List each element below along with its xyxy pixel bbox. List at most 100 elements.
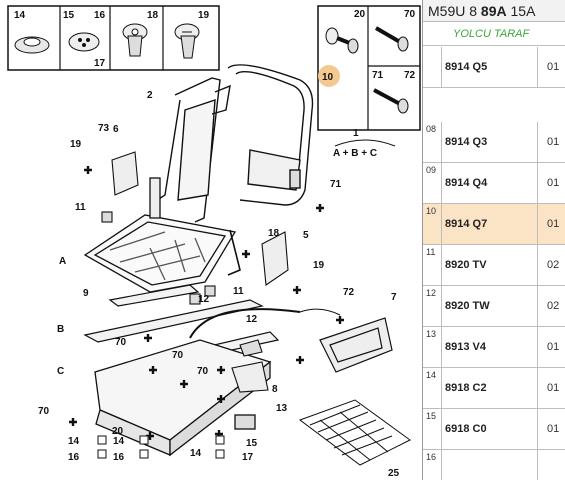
part-row[interactable]: 16 [423, 450, 565, 480]
callout-70c: 70 [172, 350, 184, 361]
row-index: 16 [423, 450, 442, 480]
callout-71: 71 [330, 179, 342, 190]
part-ref: 8914 Q3 [445, 122, 538, 162]
label-10: 10 [322, 72, 334, 83]
part-qty: 01 [547, 218, 560, 230]
assembly-formula: 1 A + B + C [333, 128, 396, 159]
part-qty: 01 [547, 382, 560, 394]
part-ref: 8920 TV [445, 245, 538, 285]
part-ref: 8920 TW [445, 286, 538, 326]
part-row[interactable]: 15 6918 C0 01 [423, 409, 565, 450]
part-ref [445, 450, 538, 480]
callout-8: 8 [272, 384, 278, 395]
part-qty: 01 [547, 177, 560, 189]
code-suffix: 15A [510, 3, 536, 19]
callout-18: 18 [268, 228, 280, 239]
diagram-code: M59U 8 89A 15A [423, 0, 565, 22]
callout-2: 2 [147, 90, 153, 101]
row-index: 08 [423, 122, 442, 162]
part-ref: 8913 V4 [445, 327, 538, 367]
part-ref: 8914 Q7 [445, 204, 538, 244]
callout-14b: 14 [113, 436, 125, 447]
row-index: 12 [423, 286, 442, 326]
callout-6: 6 [113, 124, 119, 135]
part-qty: 02 [547, 259, 560, 271]
callout-14c: 14 [190, 448, 202, 459]
part-qty: 01 [547, 136, 560, 148]
label-17: 17 [94, 58, 106, 69]
part-row[interactable]: 09 8914 Q4 01 [423, 163, 565, 204]
part-ref: 8918 C2 [445, 368, 538, 408]
part-row[interactable]: 12 8920 TW 02 [423, 286, 565, 327]
bolt-icon [325, 27, 359, 54]
row-index: 10 [423, 204, 442, 244]
small-parts [101, 151, 341, 393]
row-index [423, 47, 442, 87]
callout-16b: 16 [113, 452, 125, 463]
part-ref: 8914 Q5 [445, 47, 538, 87]
callout-70a: 70 [115, 337, 127, 348]
part-qty: 01 [547, 61, 560, 73]
code-bold: 89A [480, 3, 507, 19]
washer-markers [97, 435, 225, 459]
part-qty: 01 [547, 423, 560, 435]
seat-cushion-frame [83, 177, 241, 293]
screw-rivet-icon [174, 23, 200, 59]
label-14: 14 [14, 10, 26, 21]
exploded-parts-diagram: 14 15 16 17 18 19 [7, 5, 421, 479]
part-row-selected[interactable]: 10 8914 Q7 01 [423, 204, 565, 245]
callout-70b: 70 [38, 406, 50, 417]
part-row[interactable]: 11 8920 TV 02 [423, 245, 565, 286]
parts-list-panel: M59U 8 89A 15A YOLCU TARAF 8914 Q5 01 08… [422, 0, 565, 480]
formula-number: 1 [353, 128, 359, 139]
hardware-box-top: 14 15 16 17 18 19 [7, 5, 220, 71]
diagram-canvas: 14 15 16 17 18 19 [7, 5, 421, 479]
label-19: 19 [198, 10, 210, 21]
callout-19b: 19 [313, 260, 325, 271]
label-70: 70 [404, 9, 416, 20]
label-16: 16 [94, 10, 106, 21]
callout-11b: 11 [233, 286, 244, 297]
label-18: 18 [147, 10, 159, 21]
label-15: 15 [63, 10, 75, 21]
callout-19: 19 [70, 139, 82, 150]
callout-25: 25 [388, 468, 400, 479]
row-index: 14 [423, 368, 442, 408]
part-row[interactable]: 13 8913 V4 01 [423, 327, 565, 368]
callout-5: 5 [303, 230, 309, 241]
callout-20: 20 [112, 426, 124, 437]
part-qty: 02 [547, 300, 560, 312]
part-ref: 6918 C0 [445, 409, 538, 449]
row-index: 13 [423, 327, 442, 367]
callout-A: A [59, 256, 66, 267]
part-row[interactable]: 8914 Q5 01 [423, 47, 565, 88]
part-row[interactable]: 14 8918 C2 01 [423, 368, 565, 409]
part-ref: 8914 Q4 [445, 163, 538, 203]
push-rivet-icon [122, 23, 148, 57]
callout-13: 13 [276, 403, 288, 414]
highlight-badge: 10 [318, 65, 340, 87]
long-screw-icon [373, 88, 409, 114]
row-index: 15 [423, 409, 442, 449]
code-prefix: M59U 8 [428, 3, 478, 19]
callout-7: 7 [391, 292, 397, 303]
callout-70d: 70 [197, 366, 209, 377]
row-index: 11 [423, 245, 442, 285]
side-cover [319, 317, 393, 373]
side-subtitle: YOLCU TARAF [423, 22, 565, 46]
callout-15: 15 [246, 438, 258, 449]
callout-14a: 14 [68, 436, 80, 447]
part-row[interactable]: 08 8914 Q3 01 [423, 122, 565, 163]
clip-icon [68, 32, 100, 52]
callout-16a: 16 [68, 452, 80, 463]
part-qty [547, 450, 565, 480]
label-71: 71 [372, 70, 384, 81]
label-20: 20 [354, 9, 366, 20]
seat-back-frame [149, 64, 314, 223]
part-qty: 01 [547, 341, 560, 353]
callout-C: C [57, 366, 64, 377]
grommet-icon [14, 36, 50, 54]
screw-icon [374, 26, 409, 52]
formula-text: A + B + C [333, 148, 377, 159]
